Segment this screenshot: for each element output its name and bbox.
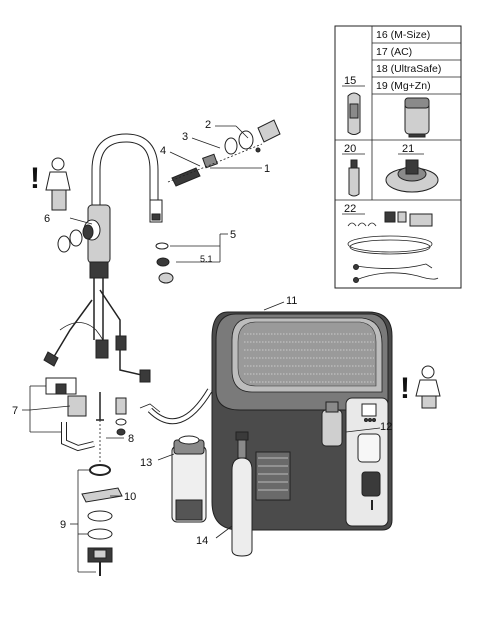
callout-14: 14 — [196, 535, 208, 547]
connector-part-8 — [115, 397, 161, 436]
cartridge-stack — [167, 119, 281, 187]
leader-lines — [22, 125, 381, 573]
co2-bottle-part-14 — [231, 431, 253, 557]
filter-cartridge-16-19 — [404, 97, 430, 138]
warning-icon-left: ! — [30, 157, 71, 211]
filter-variant-18: 18 (UltraSafe) — [376, 63, 441, 75]
callout-2: 2 — [205, 119, 211, 131]
callout-3: 3 — [182, 131, 188, 143]
filter-variant-17: 17 (AC) — [376, 46, 412, 58]
mounting-bracket-part-7 — [45, 377, 95, 452]
callout-13: 13 — [140, 457, 152, 469]
filter-attached-part-12 — [321, 401, 343, 447]
callout-4: 4 — [160, 145, 166, 157]
callout-9: 9 — [60, 519, 66, 531]
filter-cartridge-part-13 — [171, 435, 207, 523]
callout-20: 20 — [344, 143, 356, 155]
callout-22: 22 — [344, 203, 356, 215]
callout-5: 5 — [230, 229, 236, 241]
filter-variant-19: 19 (Mg+Zn) — [376, 80, 431, 92]
warning-icon-right: ! — [400, 365, 441, 409]
callout-21: 21 — [402, 143, 414, 155]
lever-handle — [257, 119, 281, 143]
svg-text:!: ! — [30, 162, 40, 195]
hose-connector — [95, 339, 109, 359]
display-panel — [361, 471, 381, 497]
hose-set-22 — [347, 211, 439, 283]
svg-text:!: ! — [400, 372, 410, 405]
mounting-plate-part-10 — [81, 487, 123, 503]
cartridge-part-4 — [171, 167, 201, 187]
callout-8: 8 — [128, 433, 134, 445]
parts-table: 16 (M-Size) 17 (AC) 18 (UltraSafe) 19 (M… — [334, 25, 462, 289]
side-cap-part-6 — [57, 224, 94, 253]
callout-15: 15 — [344, 75, 356, 87]
callout-11: 11 — [286, 295, 297, 307]
pressure-reducer-21 — [385, 159, 439, 193]
top-grille — [237, 321, 377, 387]
callout-10: 10 — [124, 491, 136, 503]
filter-variant-16: 16 (M-Size) — [376, 29, 430, 41]
parts-table-frame — [334, 25, 462, 289]
callout-1: 1 — [264, 163, 270, 175]
faucet-assembly — [43, 133, 163, 421]
callout-7: 7 — [12, 405, 18, 417]
filter-cartridge-15 — [347, 92, 361, 135]
aerator-part-5 — [155, 242, 174, 284]
callout-6: 6 — [44, 213, 50, 225]
chiller-unit-part-11 — [211, 311, 393, 531]
co2-bottle-20 — [348, 159, 360, 197]
callout-12: 12 — [380, 421, 392, 433]
callout-5-1: 5.1 — [200, 254, 213, 264]
